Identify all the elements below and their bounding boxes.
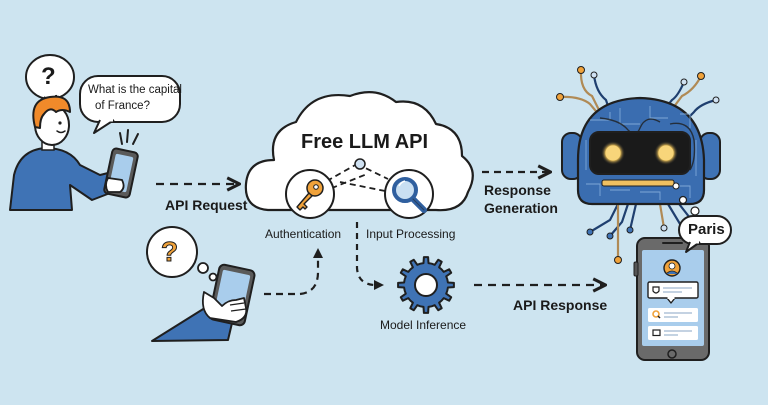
search-icon [652,310,660,318]
api-request-label: API Request [165,197,248,213]
response-generation-line1: Response [484,182,551,198]
input-processing-label: Input Processing [366,227,456,241]
user-question-line2: of France? [95,100,150,112]
hand-phone [146,226,256,342]
answer-bubble [678,215,732,253]
gear-icon [397,256,455,314]
result-phone [633,215,732,361]
api-response-label: API Response [513,297,608,313]
hand-icon [201,291,248,323]
user-question-line1: What is the capital [88,84,182,96]
thought-question-mark-icon: ? [160,236,179,268]
speech-bubble [79,75,181,134]
authentication-label: Authentication [265,227,342,241]
person-body [9,147,119,211]
avatar [663,259,681,277]
inference-arrow [355,222,375,287]
magnifier-icon [384,169,434,219]
auth-arrowhead [313,248,323,258]
gear-hole [414,273,438,297]
model-inference-label: Model Inference [380,318,467,332]
user-person [9,54,181,211]
message-card [648,326,698,340]
home-button [667,349,677,359]
network-node [354,158,366,170]
window-icon [652,329,661,337]
shield-icon [652,286,660,294]
robot-icon [556,66,721,264]
cloud-title: Free LLM API [301,131,429,153]
key-icon [285,169,335,219]
message-card [648,308,698,322]
message-card [647,281,699,304]
vibration-lines [119,129,139,145]
response-generation-line2: Generation [484,200,558,216]
person-hair [32,95,71,129]
question-mark-icon: ? [41,63,56,90]
answer-text: Paris [688,221,725,238]
auth-request-arrow [264,258,320,296]
robot-mouth [601,179,675,187]
thought-bubble [146,226,218,282]
wire-ends [556,66,720,264]
